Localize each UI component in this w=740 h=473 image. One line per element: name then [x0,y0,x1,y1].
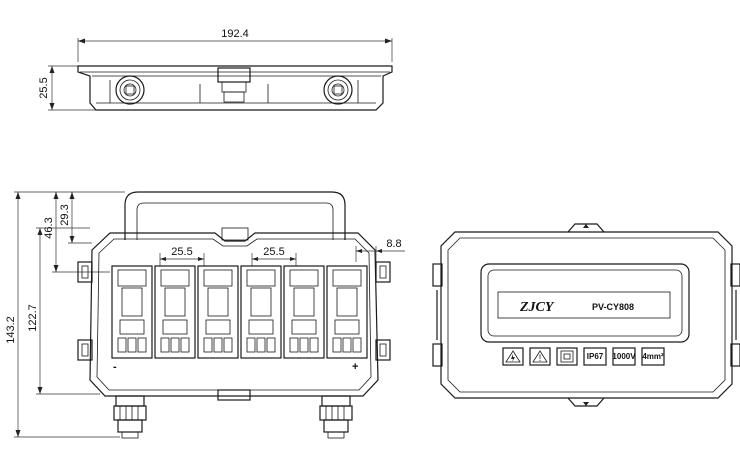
junction-box-housing [89,232,379,397]
rating-badge-ip: IP67 [583,347,607,366]
dim-total-height-label: 143.2 [5,316,17,344]
dim-body-height: 122.7 [27,227,100,395]
warning-exclamation: ! [539,353,542,363]
lightning-triangle-icon: ! [529,347,551,366]
dim-handle-height-label: 46.3 [43,217,55,238]
warning-triangle-icon [502,347,524,366]
top-connector-right [323,75,353,105]
top-view: 192.4 25.5 [38,28,393,111]
dim-body-height-label: 122.7 [27,304,39,332]
top-latch [217,67,251,103]
mounting-clip-icon [77,261,391,361]
dim-top-width: 192.4 [77,28,393,62]
polarity-minus: - [113,361,117,373]
terminal-block-icon [111,265,368,359]
dim-total-height: 143.2 [5,191,125,438]
connector-gland-icon [113,395,353,439]
dim-handle-inner: 29.3 [59,192,92,244]
dim-pitch-left: 25.5 [159,246,205,266]
cover-view: ZJCY PV-CY808 ! IP67 1000V 4mm² [432,223,740,407]
badge-crosssection-text: 4mm² [642,352,664,361]
dim-pitch-right-label: 25.5 [263,246,284,258]
top-connector-left [115,75,145,105]
dim-handle-inner-label: 29.3 [59,204,71,225]
front-view: 143.2 122.7 46.3 29.3 [5,191,405,439]
carry-handle [124,191,346,241]
dim-pitch-right: 25.5 [251,246,297,266]
dim-top-height-label: 25.5 [38,77,50,98]
badge-voltage-text: 1000V [612,352,636,361]
rating-badge-voltage: 1000V [612,347,636,366]
double-insulation-icon [556,347,578,366]
rating-badge-crosssection: 4mm² [641,347,665,366]
dim-top-width-label: 192.4 [221,28,249,40]
dim-edge-offset-label: 8.8 [386,238,401,250]
cover-model: PV-CY808 [592,302,634,312]
dim-handle-height: 46.3 [43,192,110,273]
cover-logo: ZJCY [519,300,555,315]
dim-pitch-left-label: 25.5 [171,246,192,258]
dim-edge-offset: 8.8 [355,238,405,262]
polarity-plus: + [352,361,358,373]
badge-ip-text: IP67 [587,352,604,361]
dim-top-height: 25.5 [38,65,100,111]
